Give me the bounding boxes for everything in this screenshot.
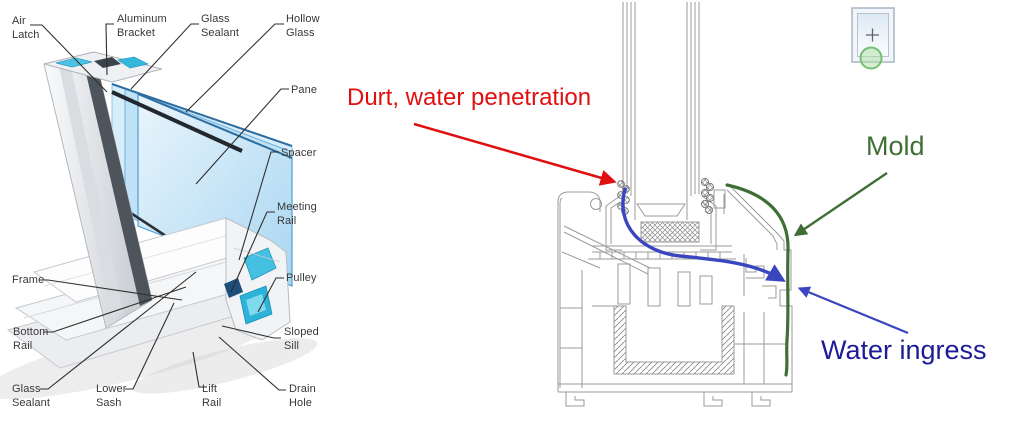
leader-aluminum-bracket: [105, 23, 114, 76]
cross-section-drawing: [557, 2, 793, 407]
water-flow-curve: [621, 187, 786, 282]
label-bottom-rail: Bottom Rail: [13, 326, 49, 353]
leader-lift-rail: [192, 351, 207, 388]
leader-lines: [30, 23, 289, 391]
label-meeting-rail: Meeting Rail: [277, 201, 317, 228]
mold-arrow: [793, 172, 888, 237]
leader-bottom-rail: [44, 286, 187, 333]
label-spacer: Spacer: [281, 147, 317, 159]
plus-icon: [866, 28, 879, 42]
label-glass-sealant-bottom: Glass Sealant: [12, 383, 51, 410]
label-frame: Frame: [12, 274, 45, 286]
sealant-line-top: [111, 90, 243, 153]
annotation-arrows: [413, 122, 909, 377]
meeting-rail-3d: [43, 51, 163, 329]
frame-section: [557, 184, 793, 407]
annotation-dirt-water-penetration: Durt, water penetration: [347, 84, 592, 111]
label-hollow-glass: Hollow Glass: [286, 13, 320, 40]
leader-lower-sash: [125, 302, 175, 390]
leader-air-latch: [30, 24, 108, 93]
annotation-mold: Mold: [866, 131, 925, 161]
glass-unit-section: [622, 2, 700, 220]
gasket-right: [700, 177, 715, 215]
leader-hollow-glass: [185, 23, 284, 113]
label-pulley: Pulley: [286, 272, 317, 284]
label-glass-sealant-top: Glass Sealant: [201, 13, 240, 40]
accent-circle: [859, 46, 883, 70]
label-sloped-sill: Sloped Sill: [284, 326, 319, 353]
label-lower-sash: Lower Sash: [96, 383, 127, 410]
leader-drain-hole: [218, 336, 286, 391]
window-plus-symbol: [851, 7, 895, 70]
water-ingress-arrow: [797, 286, 909, 335]
leader-meeting-rail: [230, 211, 275, 293]
leader-glass-sealant-bottom: [40, 271, 197, 390]
label-air-latch: Air Latch: [12, 15, 40, 42]
leader-frame: [39, 279, 183, 301]
annotation-water-ingress: Water ingress: [821, 335, 987, 365]
red-penetration-arrow: [413, 122, 617, 186]
label-drain-hole: Drain Hole: [289, 383, 316, 410]
window-3d-illustration: [0, 23, 318, 400]
label-aluminum-bracket: Aluminum Bracket: [117, 13, 167, 40]
label-lift-rail: Lift Rail: [202, 383, 222, 410]
mold-extent-curve: [725, 183, 790, 377]
leader-pulley: [257, 277, 284, 313]
leader-pane: [195, 88, 289, 185]
leader-sloped-sill: [221, 325, 281, 339]
label-pane: Pane: [291, 84, 318, 96]
leader-glass-sealant-top: [130, 23, 199, 90]
leader-spacer: [238, 151, 279, 261]
